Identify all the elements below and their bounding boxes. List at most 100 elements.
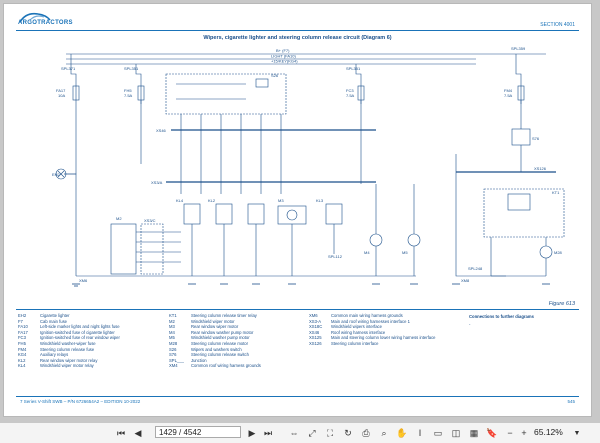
component-kl4: KL4 — [176, 198, 184, 203]
single-page-icon[interactable]: ▭ — [433, 427, 443, 438]
legend-description: Steering column interface — [331, 340, 379, 346]
legend-description: Cab main fuse — [40, 318, 67, 324]
component-m5: M5 — [402, 250, 408, 255]
next-page-icon[interactable]: ▶ — [248, 427, 256, 438]
legend-code: XM6 — [309, 313, 318, 318]
legend-description: Junction — [191, 357, 207, 363]
splice-spl248: SPL248 — [468, 266, 483, 271]
thumbnails-icon[interactable]: ▦ — [469, 427, 479, 438]
component-kl3: KL3 — [316, 198, 324, 203]
legend-description: Roof wiring harness interface — [331, 329, 386, 335]
fuse-fh5: FH5 — [124, 88, 132, 93]
legend-code: S26 — [169, 346, 177, 352]
connector-xs3a: XS3/A — [151, 180, 163, 185]
splice-top-4: SPL351 — [346, 66, 361, 71]
select-text-icon[interactable]: I — [418, 428, 422, 438]
fullscreen-icon[interactable]: ⛶ — [326, 427, 334, 438]
legend-description: Windshield wipers interface — [331, 324, 382, 330]
splice-top-1: SPL371 — [61, 66, 76, 71]
header-rule — [16, 30, 579, 31]
legend-code: XS126 — [309, 340, 322, 346]
fit-page-icon[interactable]: ⤢ — [308, 427, 316, 438]
fuse-fm4: FM4 — [504, 88, 513, 93]
page-number-input[interactable]: 1429 / 4542 — [155, 426, 241, 438]
page-title: Wipers, cigarette lighter and steering c… — [203, 35, 392, 41]
legend-code: FH5 — [18, 340, 26, 346]
legend-row: SPL___Junction — [169, 358, 265, 364]
component-s26: S26 — [271, 73, 279, 78]
legend-code: XS125 — [309, 335, 322, 341]
bus-label-light: LIGHT (FA10) — [271, 54, 296, 59]
fit-width-icon[interactable]: ⇔ — [289, 428, 299, 438]
legend-row: XM6 Common main wiring harness grounds — [309, 313, 440, 319]
argo-logo-icon — [19, 12, 51, 23]
splice-top-5: SPL359 — [511, 46, 526, 51]
fuse-fc3: FC3 — [346, 88, 354, 93]
figure-label: Figure 613 — [548, 301, 575, 307]
legend-row: M4 Rear window washer pump motor — [169, 330, 265, 336]
zoom-dropdown-icon[interactable]: ▼ — [573, 429, 581, 437]
legend-code: M5 — [169, 335, 175, 341]
legend-row: KT1 Steering column release timer relay — [169, 313, 265, 319]
legend-code: M28 — [169, 340, 178, 346]
last-page-icon[interactable]: ⏭ — [263, 427, 273, 438]
legend-code: M4 — [169, 329, 175, 335]
legend-code: XS3-A — [309, 318, 322, 324]
bookmark-icon[interactable]: 🔖 — [486, 427, 498, 438]
legend-description: Windshield wiper motor relay — [40, 363, 94, 369]
legend-rule — [16, 309, 579, 310]
hand-tool-icon[interactable]: ✋ — [396, 427, 408, 438]
first-page-icon[interactable]: ⏮ — [116, 427, 126, 438]
prev-page-icon[interactable]: ◀ — [134, 427, 142, 438]
fuse-fh5-rating: 7.5A — [124, 93, 133, 98]
connector-xs3c: XS3/C — [144, 218, 156, 223]
fuse-fa17: FA17 — [56, 88, 66, 93]
search-icon[interactable]: ⌕ — [381, 427, 387, 438]
legend-code: FA10 — [18, 324, 28, 330]
legend-code: S76 — [169, 352, 177, 358]
document-page: ARGOTRACTORS SECTION 4001 Wipers, cigare… — [3, 3, 592, 417]
legend-description: Common main wiring harness grounds — [331, 313, 403, 318]
legend-code: KT1 — [169, 313, 177, 318]
legend-code: M2 — [169, 318, 175, 324]
legend-code: M3 — [169, 324, 175, 330]
legend-description: Common roof wiring harness grounds — [191, 363, 261, 369]
zoom-out-icon[interactable]: − — [507, 428, 513, 438]
two-page-icon[interactable]: ◫ — [451, 427, 461, 438]
legend-code: FA17 — [18, 329, 28, 335]
zoom-level[interactable]: 65.12% — [534, 427, 563, 437]
legend-description: Rear window wiper motor — [191, 324, 239, 330]
legend-code: FC3 — [18, 335, 26, 341]
print-icon[interactable]: ⎙ — [362, 427, 370, 438]
legend-description: Main and steering column lower wiring ha… — [331, 335, 436, 341]
legend-description: Rear window washer pump motor — [191, 329, 254, 335]
component-m4: M4 — [364, 250, 370, 255]
legend-code: KL2 — [18, 357, 26, 363]
rotate-icon[interactable]: ↻ — [344, 427, 352, 438]
zoom-in-icon[interactable]: + — [521, 428, 527, 438]
footer-page-number: 545 — [567, 399, 575, 404]
section-label: SECTION 4001 — [540, 22, 575, 28]
logo-text: ARGOTRACTORS — [18, 20, 73, 26]
ground-xm8: XM8 — [461, 278, 470, 283]
legend-description: Auxiliary relays — [40, 352, 69, 358]
component-m28: M28 — [554, 250, 563, 255]
legend-description: Steering column release timer relay — [191, 313, 257, 318]
component-kt1: KT1 — [552, 190, 560, 195]
component-m2: M2 — [116, 216, 122, 221]
component-kl2: KL2 — [208, 198, 216, 203]
ground-xm6: XM6 — [79, 278, 88, 283]
